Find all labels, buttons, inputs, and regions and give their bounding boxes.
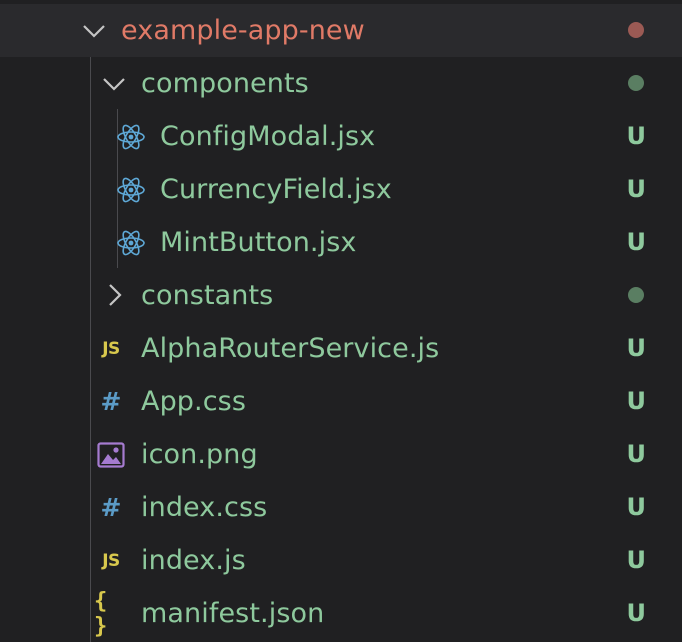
file-label: icon.png [141,439,258,470]
tree-file-index-css[interactable]: # index.css U [0,481,682,534]
untracked-badge: U [626,493,647,521]
file-label: manifest.json [141,598,325,629]
untracked-badge: U [626,122,647,150]
untracked-badge: U [626,228,647,256]
js-icon: JS [102,550,120,571]
tree-file-icon-png[interactable]: icon.png U [0,428,682,481]
modified-status-dot [628,22,644,38]
chevron-right-icon[interactable] [100,269,128,322]
untracked-badge: U [626,440,647,468]
untracked-badge: U [626,387,647,415]
css-hash-icon: # [100,493,122,522]
folder-label-root: example-app-new [121,15,365,46]
folder-label-constants: constants [141,280,274,311]
untracked-badge: U [626,599,647,627]
file-label: index.js [141,545,246,576]
json-braces-icon: { } [94,588,107,639]
file-label: App.css [141,386,247,417]
file-label: MintButton.jsx [160,227,357,258]
tree-file-configmodal[interactable]: ConfigModal.jsx U [0,110,682,163]
untracked-badge: U [626,175,647,203]
js-icon: JS [102,338,120,359]
react-icon [114,110,148,163]
react-icon [114,216,148,269]
tree-folder-components[interactable]: components [0,57,682,110]
react-icon [114,163,148,216]
chevron-down-icon[interactable] [80,4,108,57]
untracked-badge: U [626,546,647,574]
folder-status-dot [628,287,644,303]
tree-file-manifest-json[interactable]: { } manifest.json U [0,587,682,640]
file-label: ConfigModal.jsx [160,121,376,152]
untracked-badge: U [626,334,647,362]
file-label: AlphaRouterService.js [141,333,440,364]
indent-guide-root [90,56,91,642]
tree-folder-root[interactable]: example-app-new [0,4,682,57]
tree-folder-constants[interactable]: constants [0,269,682,322]
tree-file-app-css[interactable]: # App.css U [0,375,682,428]
file-label: index.css [141,492,268,523]
tree-file-alpharouterservice[interactable]: JS AlphaRouterService.js U [0,322,682,375]
tree-file-currencyfield[interactable]: CurrencyField.jsx U [0,163,682,216]
folder-label-components: components [141,68,309,99]
image-icon [94,428,128,481]
tree-file-mintbutton[interactable]: MintButton.jsx U [0,216,682,269]
css-hash-icon: # [100,387,122,416]
folder-status-dot [628,75,644,91]
chevron-down-icon[interactable] [100,57,128,110]
tree-file-index-js[interactable]: JS index.js U [0,534,682,587]
file-label: CurrencyField.jsx [160,174,392,205]
